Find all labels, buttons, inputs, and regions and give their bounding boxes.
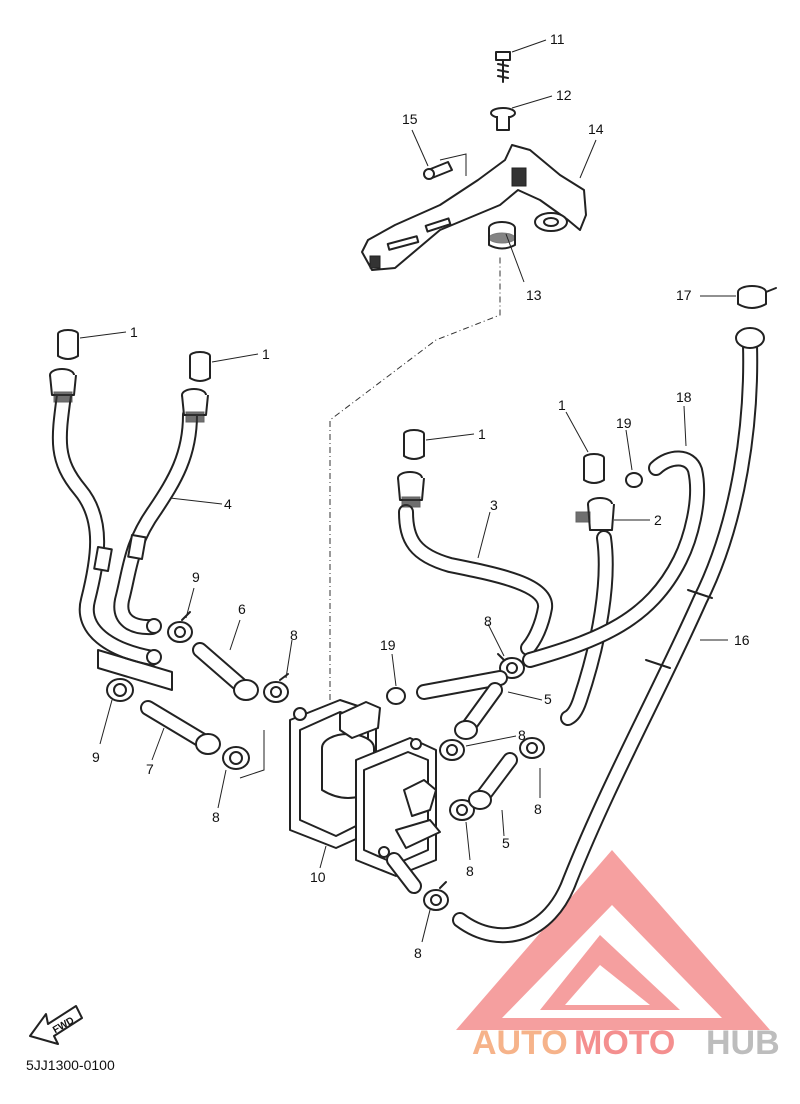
diagram-code: 5JJ1300-0100 — [26, 1057, 115, 1073]
callout-12: 12 — [556, 87, 572, 103]
callout-18: 18 — [676, 389, 692, 405]
callout-8: 8 — [414, 945, 422, 961]
callout-14: 14 — [588, 121, 604, 137]
callout-19: 19 — [380, 637, 396, 653]
cap-1b — [189, 351, 211, 382]
hose-5a — [454, 682, 503, 740]
clamp-17 — [737, 285, 777, 309]
clip-19b — [625, 472, 643, 488]
joint-2 — [575, 497, 615, 531]
callout-5: 5 — [502, 835, 510, 851]
collar-12 — [490, 107, 516, 131]
bolt-11 — [495, 51, 511, 83]
callout-10: 10 — [310, 869, 326, 885]
callout-3: 3 — [490, 497, 498, 513]
clip-19a — [386, 687, 406, 705]
callout-7: 7 — [146, 761, 154, 777]
hose-7 — [140, 700, 221, 755]
callout-19: 19 — [616, 415, 632, 431]
callout-9: 9 — [92, 749, 100, 765]
callout-17: 17 — [676, 287, 692, 303]
callout-16: 16 — [734, 632, 750, 648]
grommet-13 — [488, 221, 516, 250]
callout-1: 1 — [478, 426, 486, 442]
callout-15: 15 — [402, 111, 418, 127]
callout-labels: 1 1 1 1 2 3 4 5 5 6 7 8 8 8 8 8 8 8 9 9 … — [92, 31, 750, 961]
hose-6 — [192, 642, 259, 701]
hose-2 — [560, 453, 615, 726]
callout-8: 8 — [212, 809, 220, 825]
hose-5b — [468, 752, 518, 810]
callout-4: 4 — [224, 496, 232, 512]
callout-8: 8 — [518, 727, 526, 743]
joint-left-b — [181, 388, 209, 423]
callout-1: 1 — [130, 324, 138, 340]
clip-8a — [263, 673, 289, 703]
air-cut-valve-10 — [289, 255, 501, 894]
bracket-14 — [361, 144, 587, 271]
watermark-logo — [456, 850, 770, 1030]
callout-8: 8 — [534, 801, 542, 817]
hose-assembly-left — [49, 329, 211, 666]
clip-8d — [439, 739, 465, 761]
callout-2: 2 — [654, 512, 662, 528]
fwd-arrow-icon: FWD — [29, 1005, 83, 1045]
hose-16 — [452, 327, 765, 944]
watermark-auto: AUTO — [472, 1024, 568, 1062]
callout-5: 5 — [544, 691, 552, 707]
bolt-15 — [423, 161, 453, 180]
leader-lines — [79, 39, 736, 943]
fwd-label: FWD — [51, 1015, 76, 1036]
hose-3 — [397, 429, 553, 656]
cap-1d — [583, 453, 605, 484]
callout-9: 9 — [192, 569, 200, 585]
hose-18 — [522, 450, 706, 668]
hose-clips — [106, 472, 643, 911]
clip-8g — [423, 881, 449, 911]
callout-6: 6 — [238, 601, 246, 617]
callout-1: 1 — [262, 346, 270, 362]
callout-1: 1 — [558, 397, 566, 413]
callout-8: 8 — [484, 613, 492, 629]
callout-11: 11 — [550, 31, 565, 47]
callout-8: 8 — [290, 627, 298, 643]
cap-1a — [57, 329, 79, 360]
callout-13: 13 — [526, 287, 542, 303]
joint-left-a — [49, 368, 77, 403]
callout-8: 8 — [466, 863, 474, 879]
watermark-text: AUTO MOTO HUB — [472, 1024, 780, 1062]
cap-1c — [403, 429, 425, 460]
clip-8b — [222, 746, 250, 770]
watermark-hub: HUB — [706, 1024, 780, 1062]
clip-8e — [519, 737, 545, 759]
clip-9b — [106, 678, 134, 702]
joint-3 — [397, 471, 425, 508]
watermark-moto: MOTO — [574, 1024, 675, 1062]
clip-9a — [167, 611, 193, 643]
clip-8f — [449, 799, 475, 821]
pipe-19 — [416, 670, 508, 700]
bracket-assembly — [361, 51, 587, 271]
